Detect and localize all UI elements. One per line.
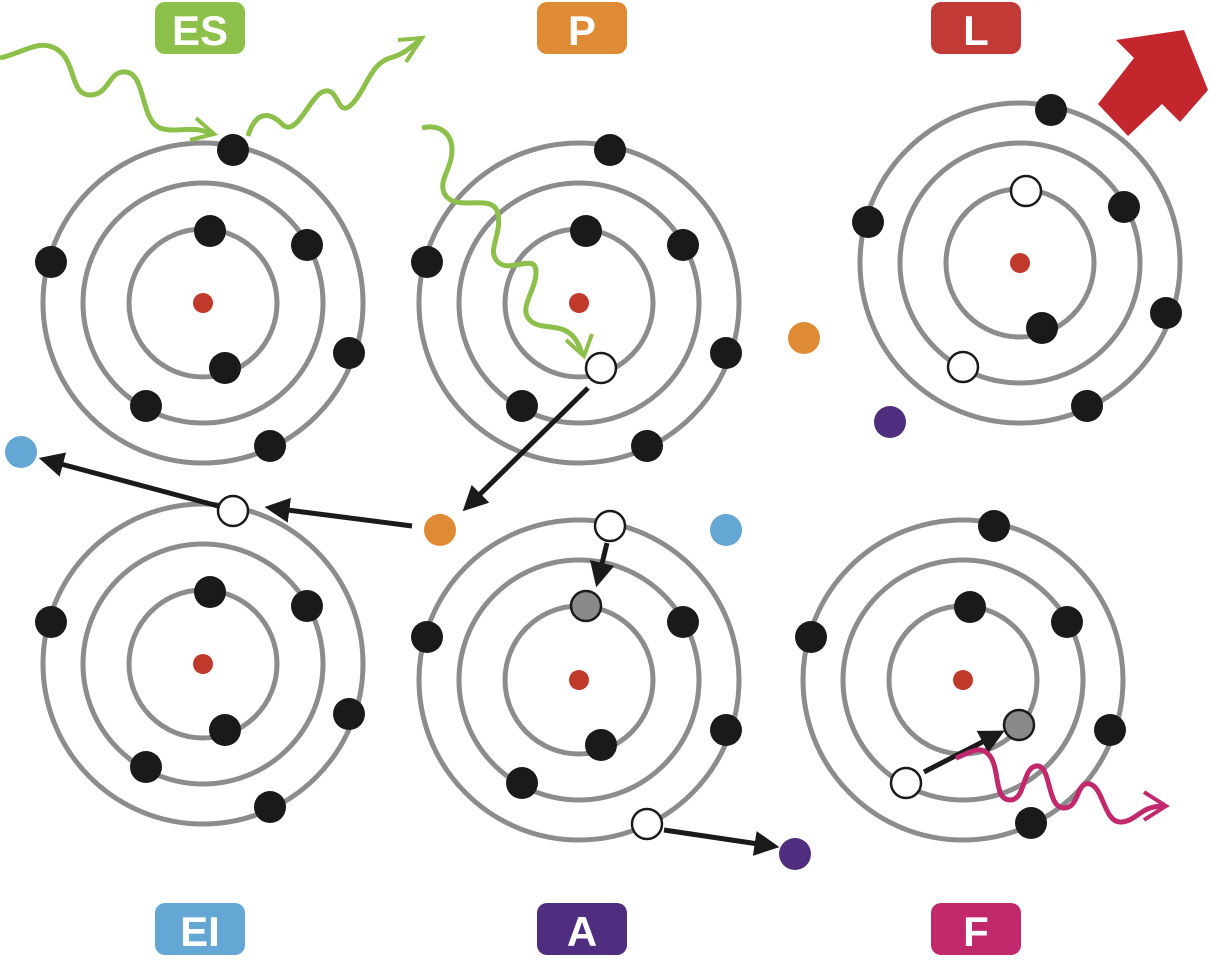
- electron: [852, 206, 884, 238]
- nucleus: [1010, 253, 1030, 273]
- electron: [217, 134, 249, 166]
- label-p: P: [537, 2, 627, 54]
- filled-vacancy: [1002, 708, 1036, 742]
- electron: [291, 590, 323, 622]
- svg-text:ES: ES: [172, 7, 228, 54]
- orange-particle: [788, 322, 820, 354]
- atom-a: [411, 509, 742, 843]
- svg-text:L: L: [963, 7, 989, 54]
- electron: [506, 767, 538, 799]
- electron: [1015, 807, 1047, 839]
- fluorescence-photon: [955, 747, 1170, 825]
- filled-vacancy: [569, 589, 603, 623]
- electron: [631, 430, 663, 462]
- nucleus: [953, 670, 973, 690]
- electron: [954, 591, 986, 623]
- electron: [667, 229, 699, 261]
- vacancy: [630, 807, 664, 841]
- vacancy: [946, 350, 980, 384]
- electron: [594, 134, 626, 166]
- nucleus: [193, 654, 213, 674]
- label-ei: EI: [155, 903, 245, 955]
- svg-text:P: P: [568, 7, 596, 54]
- electron: [506, 390, 538, 422]
- svg-text:F: F: [963, 908, 989, 955]
- nucleus: [569, 293, 589, 313]
- purple-auger-electron: [779, 838, 811, 870]
- purple-particle: [874, 406, 906, 438]
- electron: [1094, 714, 1126, 746]
- electron: [978, 510, 1010, 542]
- nucleus: [193, 293, 213, 313]
- electron: [194, 576, 226, 608]
- electron: [710, 337, 742, 369]
- fluorescence-transition-arrow: [922, 730, 1005, 775]
- electron: [254, 791, 286, 823]
- atom-l: [852, 94, 1183, 426]
- electron: [130, 751, 162, 783]
- electron: [194, 215, 226, 247]
- electron: [1071, 390, 1103, 422]
- electron: [1150, 297, 1182, 329]
- electron: [795, 621, 827, 653]
- electron: [291, 229, 323, 261]
- electron: [333, 698, 365, 730]
- electron: [254, 430, 286, 462]
- electron: [1026, 312, 1058, 344]
- impact-electron-arrows: [38, 452, 413, 529]
- electron: [130, 390, 162, 422]
- photon-absorbed-p: [421, 124, 594, 360]
- electron: [1108, 191, 1140, 223]
- electron: [35, 606, 67, 638]
- atom-ei: [35, 494, 366, 827]
- vacancy: [1009, 174, 1043, 208]
- auger-arrows: [589, 542, 780, 856]
- blue-particle: [710, 514, 742, 546]
- vacancy: [593, 509, 627, 543]
- electron: [1035, 94, 1067, 126]
- label-es: ES: [155, 2, 245, 54]
- atom-f: [795, 510, 1126, 843]
- atom-es: [35, 134, 366, 466]
- orange-electron: [424, 514, 456, 546]
- vacancy: [584, 351, 618, 385]
- blue-particle: [5, 436, 37, 468]
- electron: [209, 714, 241, 746]
- label-f: F: [931, 903, 1021, 955]
- electron: [585, 729, 617, 761]
- photon-scatter-es: [0, 35, 426, 142]
- nucleus: [569, 670, 589, 690]
- recoil-arrow: [1098, 30, 1208, 136]
- svg-text:EI: EI: [180, 908, 220, 955]
- electron: [209, 352, 241, 384]
- atom-p: [411, 134, 742, 466]
- label-l: L: [931, 2, 1021, 54]
- electron: [333, 337, 365, 369]
- label-a: A: [537, 903, 627, 955]
- electron: [1051, 606, 1083, 638]
- ejected-photoelectron-arrow: [462, 386, 590, 512]
- electron: [710, 714, 742, 746]
- electron: [570, 215, 602, 247]
- svg-text:A: A: [567, 908, 597, 955]
- vacancy: [889, 766, 923, 800]
- electron: [411, 246, 443, 278]
- vacancy: [216, 494, 250, 528]
- electron: [35, 246, 67, 278]
- electron: [411, 621, 443, 653]
- electron: [667, 606, 699, 638]
